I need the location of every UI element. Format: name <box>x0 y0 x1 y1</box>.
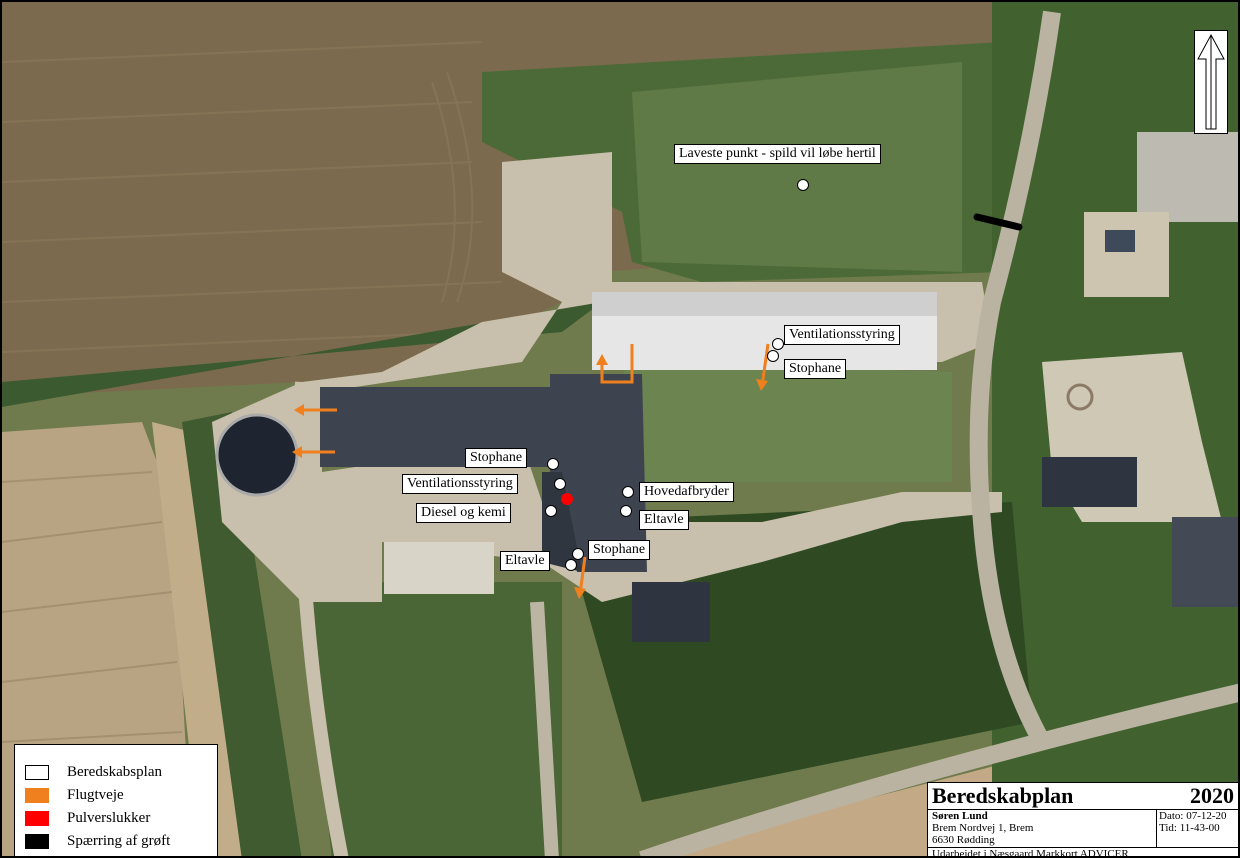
legend-item-escape: Flugtveje <box>25 786 124 804</box>
stopcock-center-marker <box>547 458 559 470</box>
extinguisher-marker <box>561 493 573 505</box>
label-stopcock-east: Stophane <box>784 359 847 379</box>
ventilation-center-marker <box>554 478 566 490</box>
switchboard-south-marker <box>565 559 577 571</box>
title-block-divider-bottom <box>928 847 1238 848</box>
label-stopcock-center: Stophane <box>465 448 528 468</box>
title-block-title: Beredskabplan <box>932 783 1074 808</box>
title-block-year: 2020 <box>1190 783 1234 808</box>
main-switch-marker <box>622 486 634 498</box>
title-block: Beredskabplan 2020 Søren Lund Brem Nordv… <box>927 782 1238 858</box>
title-block-address1: Brem Nordvej 1, Brem <box>932 822 1034 834</box>
label-diesel: Diesel og kemi <box>416 503 511 523</box>
title-block-credit: Udarbejdet i Næsgaard Markkort ADVICER <box>932 848 1129 858</box>
switchboard-east-marker <box>620 505 632 517</box>
label-main-switch: Hovedafbryder <box>639 482 734 502</box>
legend-label-extinguisher: Pulverslukker <box>67 809 151 826</box>
stopcock-south-marker <box>572 548 584 560</box>
legend-item-barrier: Spærring af grøft <box>25 832 170 850</box>
title-block-divider <box>928 809 1238 810</box>
title-block-column-divider <box>1156 809 1157 847</box>
label-stopcock-south: Stophane <box>588 540 651 560</box>
legend-item-extinguisher: Pulverslukker <box>25 809 150 827</box>
legend-swatch-barrier <box>25 833 49 849</box>
legend-label-barrier: Spærring af grøft <box>67 832 171 849</box>
stopcock-east-marker <box>767 350 779 362</box>
label-lowest-point: Laveste punkt - spild vil løbe hertil <box>674 144 881 164</box>
legend-item-plan: Beredskabsplan <box>25 763 162 781</box>
title-block-time: Tid: 11-43-00 <box>1159 822 1220 834</box>
lowest-point-marker <box>797 179 809 191</box>
legend: Beredskabsplan Flugtveje Pulverslukker S… <box>14 744 218 856</box>
label-ventilation-center: Ventilationsstyring <box>402 474 518 494</box>
diesel-marker <box>545 505 557 517</box>
north-arrow-icon <box>1194 30 1228 134</box>
title-block-owner: Søren Lund <box>932 810 988 822</box>
label-switchboard-south: Eltavle <box>500 551 550 571</box>
legend-label-escape: Flugtveje <box>67 786 124 803</box>
legend-swatch-plan <box>25 764 49 780</box>
label-switchboard-east: Eltavle <box>639 510 689 530</box>
title-block-date: Dato: 07-12-20 <box>1159 810 1227 822</box>
legend-swatch-extinguisher <box>25 810 49 826</box>
title-block-address2: 6630 Rødding <box>932 834 995 846</box>
label-ventilation-east: Ventilationsstyring <box>784 325 900 345</box>
ventilation-east-marker <box>772 338 784 350</box>
legend-label-plan: Beredskabsplan <box>67 763 162 780</box>
legend-swatch-escape <box>25 787 49 803</box>
